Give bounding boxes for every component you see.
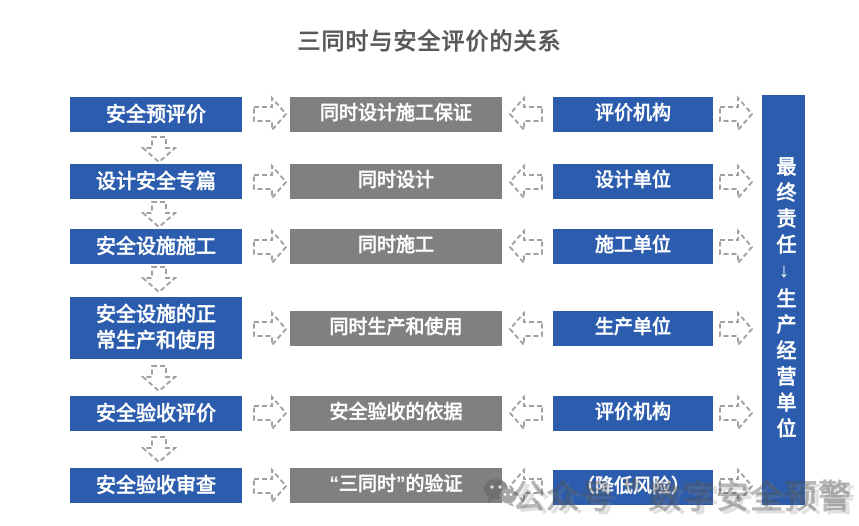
- requirement-box-design: 同时设计: [290, 164, 502, 199]
- right-arrow-icon: [719, 228, 753, 266]
- left-arrow-icon: [509, 228, 543, 266]
- responsibility-bar: 最终责任↓生产经营单位: [762, 95, 805, 505]
- left-arrow-icon: [509, 310, 543, 348]
- right-arrow-icon: [719, 310, 753, 348]
- stage-box-design-chapter: 设计安全专篇: [70, 164, 242, 199]
- wechat-icon: [484, 479, 517, 507]
- stage-box-facility-build: 安全设施施工: [70, 229, 242, 264]
- left-arrow-icon: [509, 467, 543, 505]
- stage-box-normal-use: 安全设施的正 常生产和使用: [70, 297, 242, 359]
- down-arrow-icon: [141, 436, 177, 463]
- right-arrow-icon: [253, 228, 287, 266]
- stage-box-acceptance-eval: 安全验收评价: [70, 396, 242, 431]
- right-arrow-icon: [253, 467, 287, 505]
- stage-box-acceptance-review: 安全验收审查: [70, 468, 242, 503]
- org-box-evaluation-agency-2: 评价机构: [553, 396, 713, 431]
- left-arrow-icon: [509, 394, 543, 432]
- requirement-box-acceptance: 安全验收的依据: [290, 396, 502, 431]
- left-arrow-icon: [509, 163, 543, 201]
- org-box-production-unit: 生产单位: [553, 311, 713, 346]
- right-arrow-icon: [719, 95, 753, 133]
- right-arrow-icon: [719, 467, 753, 505]
- stage-box-pre-evaluation: 安全预评价: [70, 97, 242, 132]
- down-arrow-icon: [141, 266, 177, 293]
- right-arrow-icon: [719, 163, 753, 201]
- org-box-risk-reduction: （降低风险）: [553, 470, 713, 505]
- right-arrow-icon: [253, 310, 287, 348]
- requirement-box-produce-use: 同时生产和使用: [290, 311, 502, 346]
- down-arrow-icon: [141, 365, 177, 392]
- down-arrow-icon: [141, 136, 177, 163]
- right-arrow-icon: [253, 394, 287, 432]
- down-arrow-icon: [141, 201, 177, 228]
- requirement-box-verification: “三同时”的验证: [290, 468, 502, 503]
- left-arrow-icon: [509, 95, 543, 133]
- right-arrow-icon: [253, 163, 287, 201]
- page-title: 三同时与安全评价的关系: [297, 28, 562, 54]
- right-arrow-icon: [719, 394, 753, 432]
- org-box-design-unit: 设计单位: [553, 164, 713, 199]
- watermark-text: 公众号＂数字安全预警＂: [512, 478, 859, 515]
- org-box-evaluation-agency-1: 评价机构: [553, 97, 713, 132]
- org-box-construction-unit: 施工单位: [553, 229, 713, 264]
- requirement-box-construction: 同时施工: [290, 229, 502, 264]
- requirement-box-design-build: 同时设计施工保证: [290, 97, 502, 132]
- right-arrow-icon: [253, 95, 287, 133]
